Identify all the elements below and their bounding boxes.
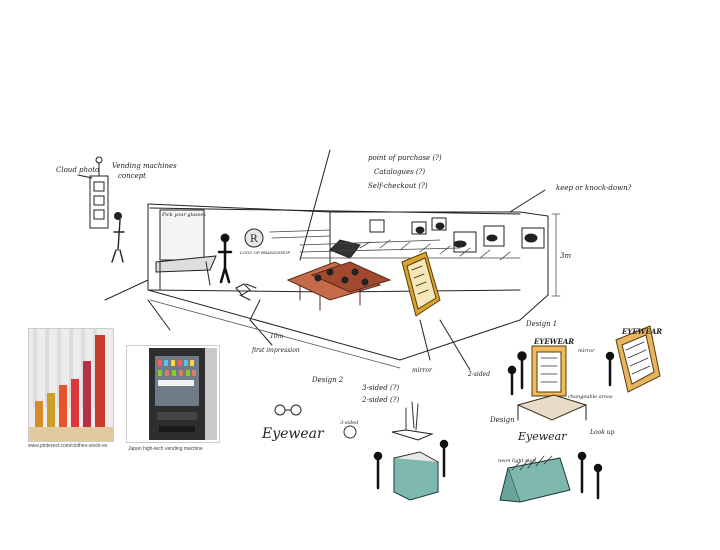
label-eyewear: Eyewear xyxy=(261,426,325,442)
photo-clothes-rack xyxy=(28,328,114,442)
caption-photo2: Japan high-tech vending machine xyxy=(128,446,203,452)
label-vending-1: Vending machines xyxy=(112,162,177,170)
label-twosided-q: 2-sided (?) xyxy=(361,396,399,404)
figure-near-wall xyxy=(217,233,233,284)
sketch-labels: Cloud photo Vending machines concept poi… xyxy=(56,154,662,464)
label-cloud-photo: Cloud photo xyxy=(56,166,99,174)
label-eyewear-caps-2: EYEWEAR xyxy=(621,327,662,336)
mirror-totem xyxy=(401,251,441,317)
label-trisided: 3-sided (?) xyxy=(362,384,399,392)
label-height: 3m xyxy=(560,252,571,260)
logo-circle: R xyxy=(244,228,264,248)
design3-kiosk xyxy=(499,394,588,503)
label-design2: Design 2 xyxy=(311,376,344,384)
label-pop-3: Self-checkout (?) xyxy=(368,182,428,190)
label-pop-2: Catalogues (?) xyxy=(374,168,425,176)
label-eyewear-caps: EYEWEAR xyxy=(533,337,574,346)
vending-machine-illustration xyxy=(149,348,217,440)
dimension-lines xyxy=(149,213,561,369)
label-design1: Design 1 xyxy=(525,320,557,328)
label-pop-1: point of purchase (?) xyxy=(368,154,442,162)
label-mirror: mirror xyxy=(412,367,433,374)
label-first-impression: first impression xyxy=(251,347,300,354)
label-mirror-2: mirror xyxy=(578,348,595,354)
label-changeable: changeable areas xyxy=(568,394,613,400)
floor-items xyxy=(235,149,546,371)
design2-kiosk xyxy=(391,401,440,501)
label-vending-2: concept xyxy=(118,172,146,180)
display-wall xyxy=(155,209,217,291)
design1-figures xyxy=(507,351,615,396)
label-width: 10m xyxy=(270,333,284,340)
label-design3: Design xyxy=(489,416,515,424)
label-logo: LOGO OF BRAND/SHOP xyxy=(239,250,290,255)
vending-tower-sketch xyxy=(77,156,125,263)
label-pick: Pick your glasses xyxy=(161,212,206,218)
label-two-sided: 2-sided xyxy=(467,371,490,378)
photo-vending-machine xyxy=(126,345,220,443)
glasses-doodle xyxy=(274,404,302,416)
design2-figures xyxy=(343,425,449,490)
design1-eyewear-display xyxy=(531,325,661,397)
label-keep-knock: keep or knock-down? xyxy=(556,184,632,192)
back-shelves xyxy=(269,217,545,261)
caption-photo1: www.pinterest.com/clothes-stock-ex xyxy=(28,443,108,449)
label-eyewear-2: Eyewear xyxy=(517,430,567,443)
label-neon: neon light sign xyxy=(498,458,536,464)
design3-figures xyxy=(577,451,603,500)
label-look-up: Look up xyxy=(589,429,615,436)
label-3sided: 3-sided xyxy=(340,420,358,426)
clothes-rack-illustration xyxy=(29,329,113,441)
svg-text:R: R xyxy=(250,234,258,245)
center-tables xyxy=(286,239,392,311)
